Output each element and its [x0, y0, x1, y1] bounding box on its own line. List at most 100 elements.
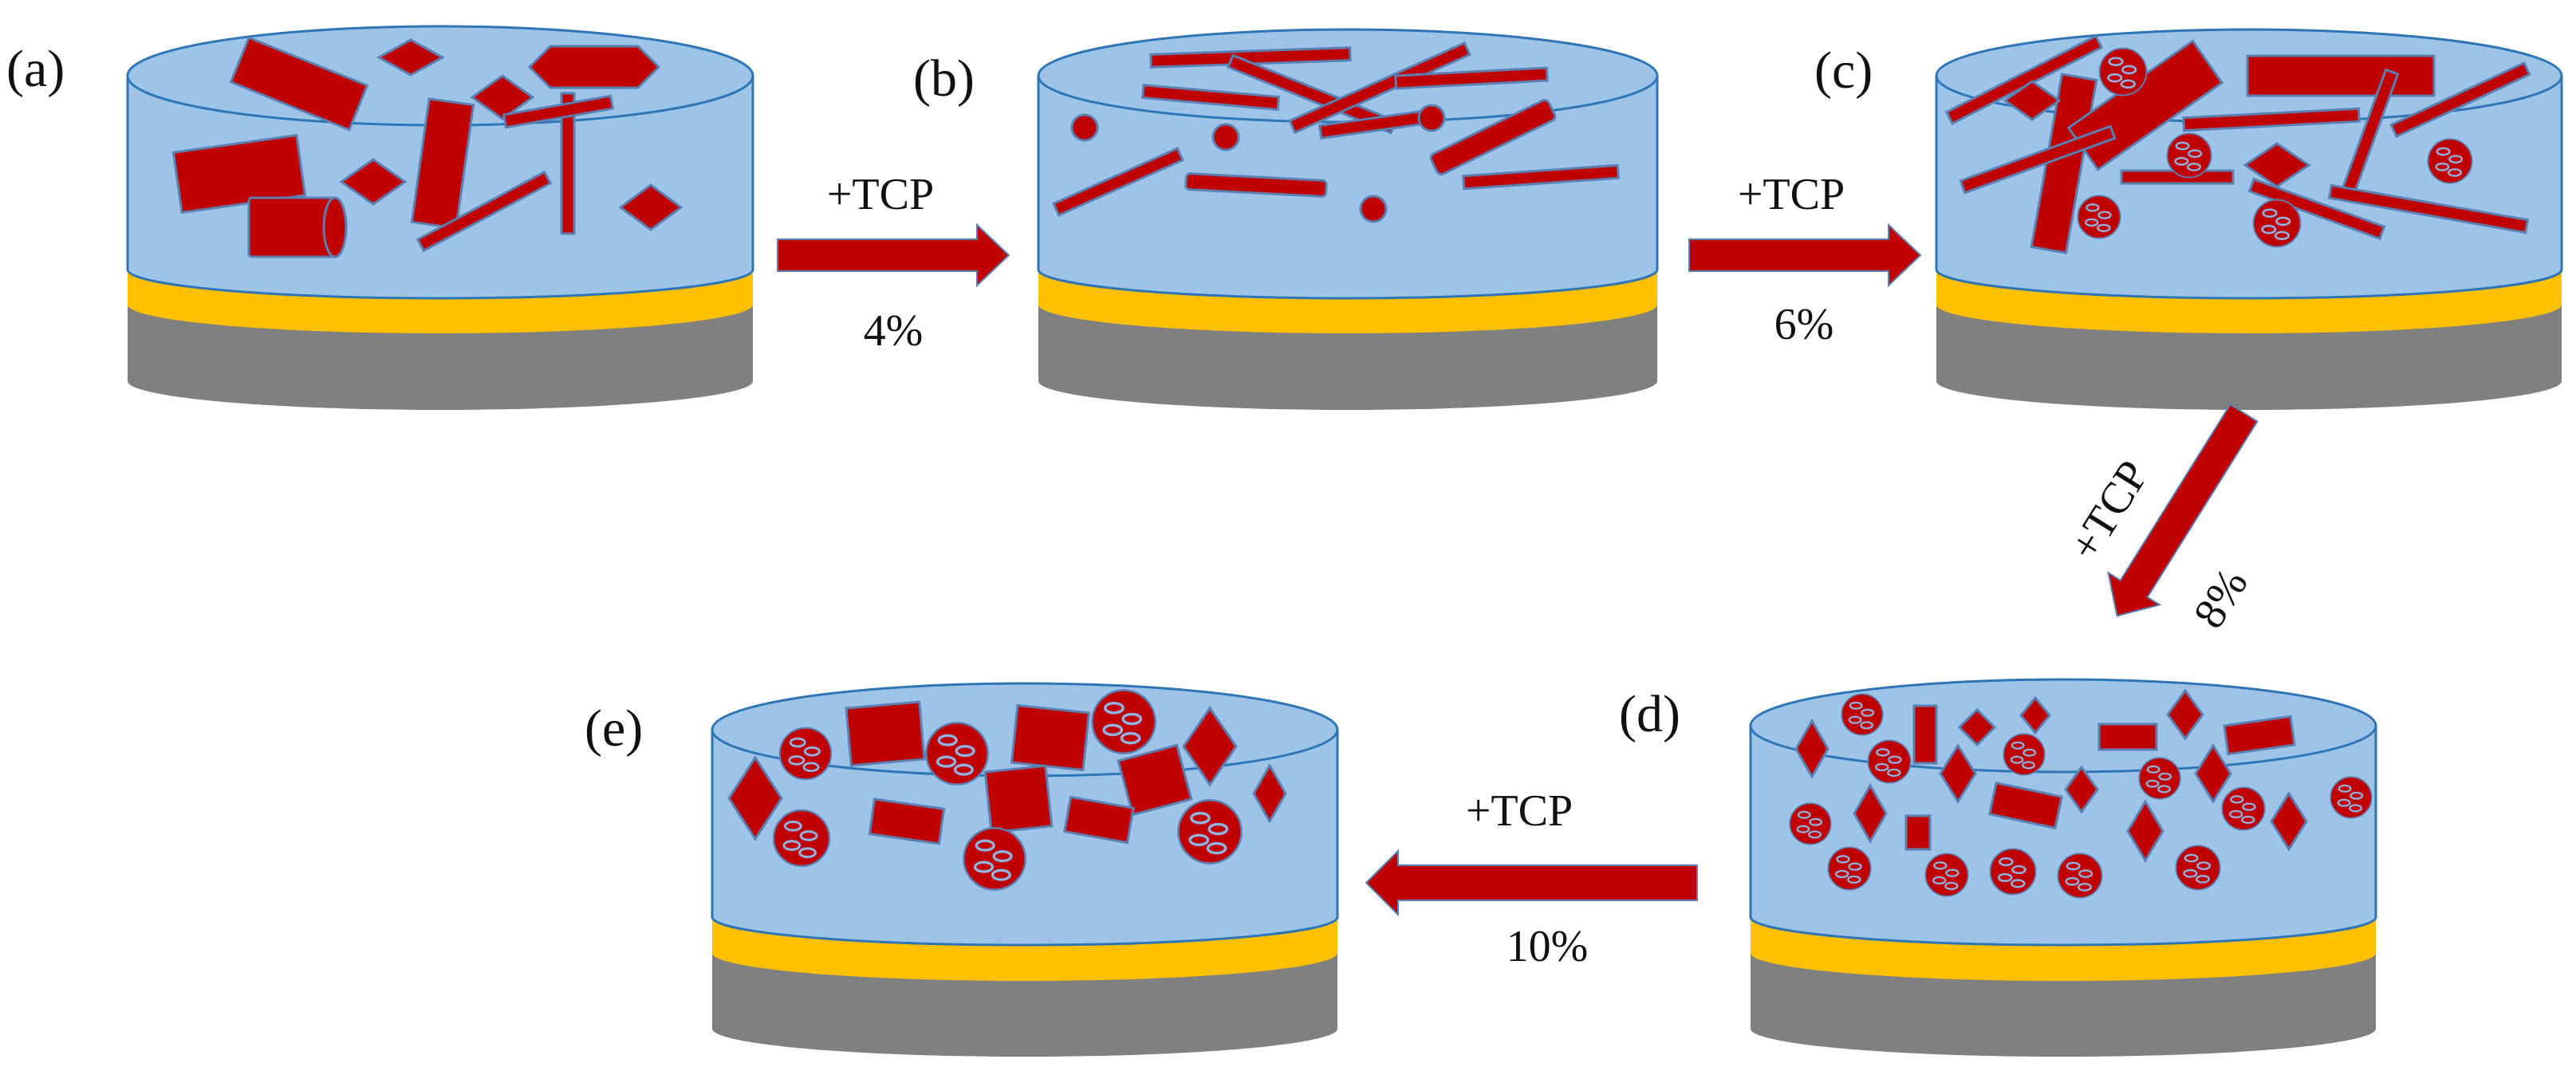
porous-sphere-particle [962, 826, 1027, 892]
block-particle [2223, 715, 2296, 756]
substrate-d [1751, 953, 2376, 1057]
particles-c [1944, 34, 2531, 254]
process-arrow [1688, 222, 1922, 288]
cylinder-end [322, 196, 348, 258]
rod-particle [1288, 41, 1471, 135]
sphere-particle [1070, 113, 1099, 142]
block-particle [229, 36, 369, 132]
porous-sphere-particle [772, 809, 831, 868]
diamond-particle [2270, 791, 2308, 852]
porous-sphere-particle [1989, 848, 2037, 896]
block-particle [410, 97, 475, 230]
block-particle [1904, 814, 1932, 851]
porous-sphere-particle [1090, 688, 1157, 755]
block-particle [1010, 703, 1091, 772]
rod-particle [2182, 107, 2361, 132]
porous-sphere-particle [2175, 845, 2221, 891]
rod-particle [1052, 147, 1184, 217]
arrow-b-to-c [1688, 222, 1922, 288]
process-arrow [2107, 403, 2259, 617]
panel-label-a: (a) [6, 40, 65, 98]
rod-particle [502, 94, 615, 129]
rod-particle [1462, 163, 1620, 191]
diamond-particle [2126, 799, 2164, 863]
porous-sphere-particle [2003, 733, 2046, 776]
diamond-particle [2003, 80, 2062, 121]
diamond-particle [2194, 743, 2232, 804]
block-particle [845, 700, 926, 767]
diamond-particle [2064, 765, 2099, 814]
rod-particle [1184, 172, 1328, 198]
block-particle [2097, 723, 2158, 751]
diamond-particle [727, 755, 783, 841]
rod-particle [1959, 124, 2117, 195]
step-reagent-4: +TCP [1466, 786, 1573, 836]
arrow-c-to-d [2107, 403, 2259, 617]
diamond-particle [1853, 782, 1888, 845]
sphere-particle [1417, 104, 1446, 132]
diamond-particle [2243, 142, 2311, 188]
rod-particle [2246, 54, 2436, 97]
porous-sphere-particle [2166, 132, 2212, 179]
diamond-particle [2166, 688, 2204, 741]
panel-a [126, 25, 754, 410]
porous-sphere-particle [778, 727, 833, 781]
diamond-particle [1939, 743, 1977, 804]
sphere-particle [1211, 123, 1240, 152]
panel-b [1037, 28, 1659, 410]
porous-sphere-particle [2138, 757, 2181, 800]
diamond-particle [376, 38, 446, 77]
diamond-particle [1957, 707, 1997, 747]
panel-d [1749, 678, 2377, 1057]
porous-sphere-particle [2330, 776, 2373, 819]
block-particle [868, 797, 946, 845]
porous-sphere-particle [1924, 853, 1969, 897]
rod-particle [1429, 98, 1557, 176]
diamond-particle [1182, 706, 1238, 787]
block-particle [1117, 743, 1193, 817]
rod-particle [560, 92, 576, 235]
particles-a [171, 36, 683, 258]
porous-sphere-particle [1827, 846, 1872, 891]
rod-particle [1141, 83, 1280, 112]
particles-e [727, 700, 1287, 845]
rod-particle [2327, 183, 2530, 234]
dish-b [1037, 28, 1659, 410]
rod-particle [2389, 61, 2531, 139]
particles-b [1052, 41, 1620, 223]
step-amount-4: 10% [1507, 922, 1589, 971]
arrow-d-to-e [1365, 849, 1698, 917]
porous-sphere-particle [2427, 138, 2473, 184]
porous-sphere-particle [1841, 693, 1884, 736]
rod-particle [1394, 66, 1549, 90]
step-reagent-1: +TCP [827, 170, 934, 219]
rod-particle [416, 170, 553, 253]
arrow-a-to-b [777, 222, 1010, 288]
substrate-c [1936, 305, 2562, 410]
substrate-b [1038, 305, 1657, 410]
rod-particle [2247, 177, 2386, 241]
step-amount-3: 8% [2184, 560, 2258, 636]
process-arrow [777, 222, 1010, 288]
process-arrow [1365, 849, 1698, 917]
porous-sphere-particle [2077, 195, 2121, 239]
dish-d [1749, 678, 2377, 1057]
step-amount-1: 4% [864, 306, 924, 356]
step-reagent-2: +TCP [1738, 170, 1845, 219]
panel-label-b: (b) [913, 49, 975, 108]
block-particle [1912, 704, 1938, 765]
block-particle [171, 133, 307, 215]
panel-label-c: (c) [1814, 41, 1873, 100]
porous-sphere-particle [2098, 47, 2148, 96]
panel-label-e: (e) [585, 699, 643, 758]
block-particle [1063, 795, 1135, 845]
panel-c [1935, 28, 2563, 410]
porous-sphere-particle [924, 721, 990, 786]
step-amount-2: 6% [1774, 300, 1834, 349]
diamond-particle [339, 158, 408, 206]
block-particle [1987, 781, 2064, 830]
porous-sphere-particle [2252, 199, 2302, 248]
diamond-particle [1252, 762, 1287, 825]
sphere-particle [1359, 195, 1388, 223]
block-particle [983, 764, 1054, 834]
